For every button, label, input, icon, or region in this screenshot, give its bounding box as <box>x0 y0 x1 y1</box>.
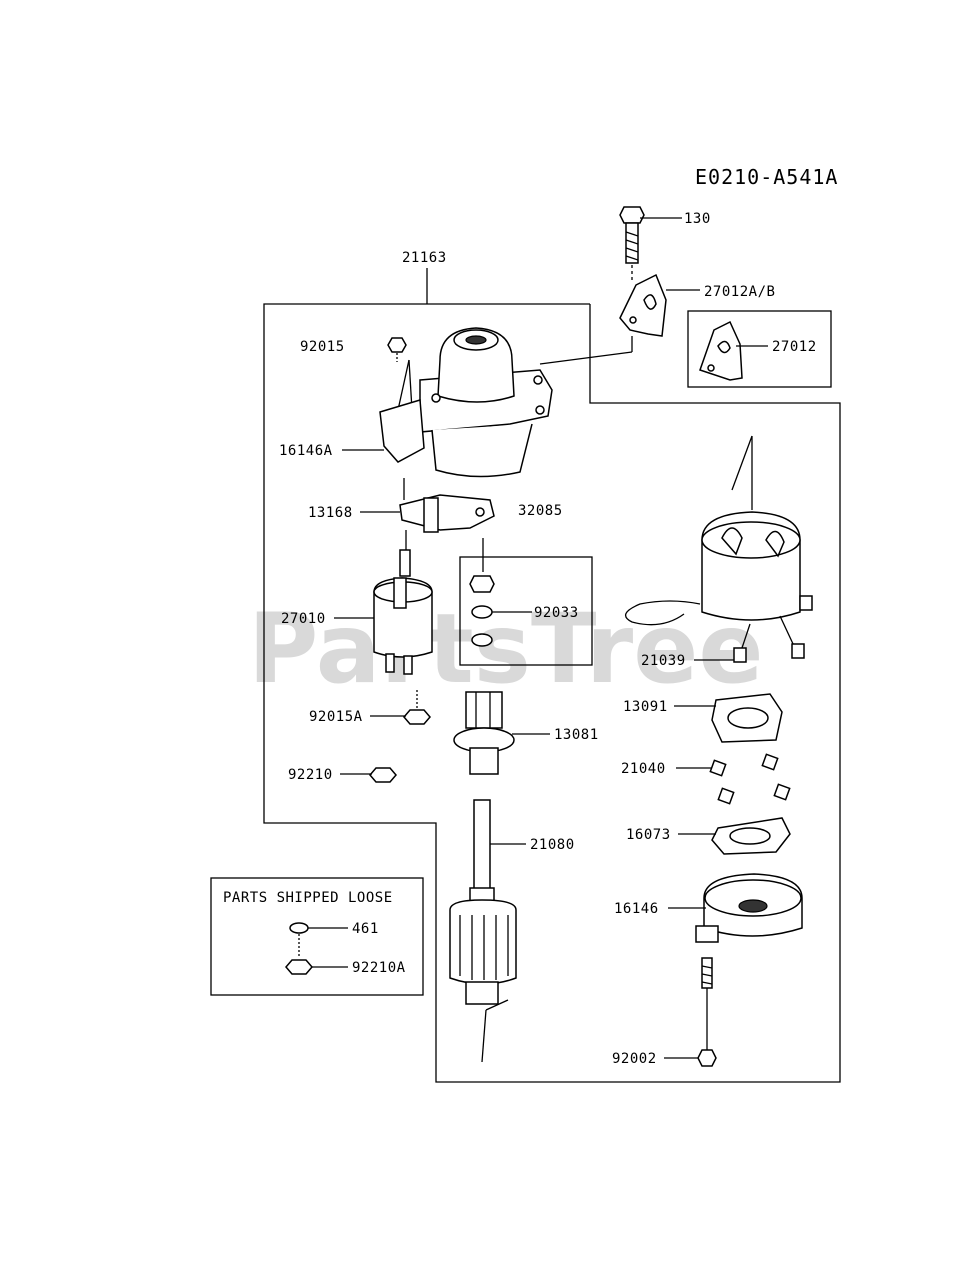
spring-21040-icon <box>709 753 791 805</box>
nut-92210-icon <box>369 767 397 783</box>
armature-21080-icon <box>449 799 517 1005</box>
assembly-outline <box>263 303 841 1083</box>
loose-parts-box <box>210 877 424 996</box>
solenoid-27010-icon <box>373 549 433 675</box>
nut-92210a-icon <box>285 959 313 975</box>
label-27012ab[interactable]: 27012A/B <box>704 284 775 300</box>
watermark-text: PartsTree <box>248 593 763 705</box>
alt-part-box <box>687 310 832 388</box>
bracket-27012-icon <box>699 320 743 381</box>
screw-92002-icon <box>697 957 717 1067</box>
label-16146[interactable]: 16146 <box>614 901 659 917</box>
brush-holder-13091-icon <box>711 693 783 743</box>
nut-92015-icon <box>387 337 407 353</box>
label-21080[interactable]: 21080 <box>530 837 575 853</box>
label-21163[interactable]: 21163 <box>402 250 447 266</box>
label-27010[interactable]: 27010 <box>281 611 326 627</box>
label-13081[interactable]: 13081 <box>554 727 599 743</box>
bracket-27012ab-icon <box>619 273 667 337</box>
label-92210[interactable]: 92210 <box>288 767 333 783</box>
label-461[interactable]: 461 <box>352 921 379 937</box>
label-16073[interactable]: 16073 <box>626 827 671 843</box>
label-13091[interactable]: 13091 <box>623 699 668 715</box>
label-92015a[interactable]: 92015A <box>309 709 363 725</box>
label-21039[interactable]: 21039 <box>641 653 686 669</box>
lever-13168-icon <box>399 494 495 533</box>
loose-parts-title: PARTS SHIPPED LOOSE <box>223 890 393 906</box>
washer-92033-icon <box>469 575 495 647</box>
label-92015[interactable]: 92015 <box>300 339 345 355</box>
bolt-130-icon <box>619 206 645 264</box>
label-32085[interactable]: 32085 <box>518 503 563 519</box>
washer-group-box <box>459 556 593 666</box>
label-92033[interactable]: 92033 <box>534 605 579 621</box>
housing-16146a-icon <box>379 327 553 478</box>
yoke-21039-icon <box>624 511 813 663</box>
label-92002[interactable]: 92002 <box>612 1051 657 1067</box>
pinion-13081-icon <box>453 691 515 775</box>
label-16146a[interactable]: 16146A <box>279 443 333 459</box>
label-92210a[interactable]: 92210A <box>352 960 406 976</box>
label-21040[interactable]: 21040 <box>621 761 666 777</box>
label-130[interactable]: 130 <box>684 211 711 227</box>
washer-461-icon <box>289 922 309 934</box>
label-27012[interactable]: 27012 <box>772 339 817 355</box>
nut-92015a-icon <box>403 709 431 725</box>
plate-16073-icon <box>711 817 791 855</box>
bracket-16146-icon <box>695 873 803 943</box>
diagram-code: E0210-A541A <box>695 165 838 189</box>
label-13168[interactable]: 13168 <box>308 505 353 521</box>
